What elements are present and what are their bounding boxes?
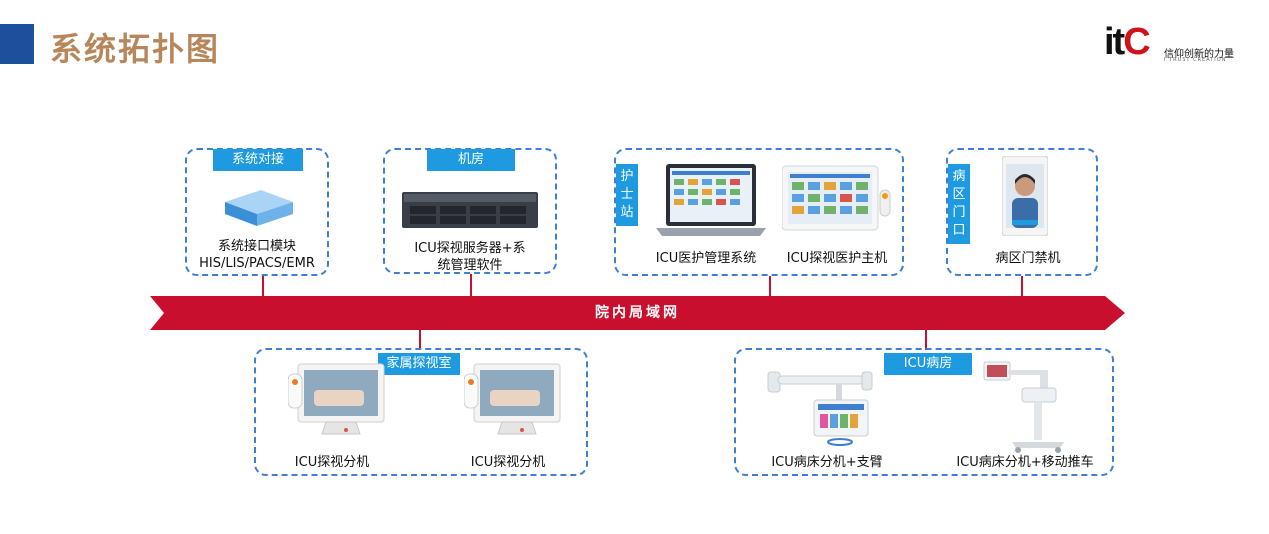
tag-family-room: 家属探视室 bbox=[378, 353, 460, 375]
group-server-room: 机房 ICU探视服务器+系 统管理软件 bbox=[383, 148, 557, 274]
connector-ward-entrance bbox=[1021, 276, 1023, 298]
label-server: ICU探视服务器+系 统管理软件 bbox=[414, 241, 526, 273]
group-icu-ward: ICU病房 ICU病床分机+支臂 ICU病床分机+移动推车 bbox=[734, 348, 1114, 476]
tag-ward-entrance: 病区门口 bbox=[948, 164, 970, 244]
visit-terminal-icon bbox=[464, 363, 561, 435]
group-family-room: 家属探视室 ICU探视分机 ICU探视分机 bbox=[254, 348, 588, 476]
lan-arrow-icon bbox=[150, 296, 1125, 330]
title-accent-bar bbox=[0, 24, 34, 64]
visit-terminal-icon bbox=[288, 363, 385, 435]
tablet-host-icon bbox=[782, 165, 891, 231]
logo-subline: I TRUST CREATION bbox=[1164, 57, 1227, 63]
label-bedside-arm: ICU病床分机+支臂 bbox=[771, 455, 883, 470]
hospital-lan-bar: 院内局域网 bbox=[150, 296, 1125, 330]
bedside-terminal-arm-icon bbox=[767, 371, 873, 446]
logo-slogan: 信仰创新的力量 bbox=[1164, 49, 1234, 60]
mobile-cart-terminal-icon bbox=[983, 361, 1064, 453]
access-control-terminal-icon bbox=[1002, 156, 1048, 236]
connector-family-room bbox=[419, 328, 421, 350]
page-title: 系统拓扑图 bbox=[50, 30, 221, 68]
connector-icu-ward bbox=[925, 328, 927, 350]
label-icu-care-system: ICU医护管理系统 bbox=[655, 251, 757, 266]
label-visit-terminal-2: ICU探视分机 bbox=[470, 455, 546, 470]
group-system-interface: 系统对接 系统接口模块 HIS/LIS/PACS/EMR bbox=[185, 148, 329, 276]
laptop-icon bbox=[656, 164, 766, 236]
logo-mark: itC bbox=[1104, 21, 1151, 63]
interface-module-icon bbox=[225, 190, 293, 226]
connector-system-interface bbox=[262, 276, 264, 298]
group-ward-entrance: 病区门口 病区门禁机 bbox=[946, 148, 1098, 276]
tag-icu-ward: ICU病房 bbox=[884, 353, 972, 375]
itc-logo: itC 信仰创新的力量 I TRUST CREATION bbox=[1104, 20, 1244, 70]
connector-server-room bbox=[470, 274, 472, 298]
server-icon bbox=[402, 192, 538, 228]
tag-system-interface: 系统对接 bbox=[213, 149, 303, 171]
connector-nurse-station bbox=[769, 276, 771, 298]
label-visit-terminal-1: ICU探视分机 bbox=[294, 455, 370, 470]
label-interface-module: 系统接口模块 HIS/LIS/PACS/EMR bbox=[199, 239, 315, 271]
lan-label: 院内局域网 bbox=[595, 305, 680, 321]
tag-nurse-station: 护士站 bbox=[616, 164, 638, 226]
label-access-control: 病区门禁机 bbox=[995, 251, 1061, 266]
label-icu-visit-host: ICU探视医护主机 bbox=[786, 251, 888, 266]
tag-server-room: 机房 bbox=[427, 149, 515, 171]
group-nurse-station: 护士站 bbox=[614, 148, 904, 276]
label-bedside-cart: ICU病床分机+移动推车 bbox=[956, 455, 1094, 470]
